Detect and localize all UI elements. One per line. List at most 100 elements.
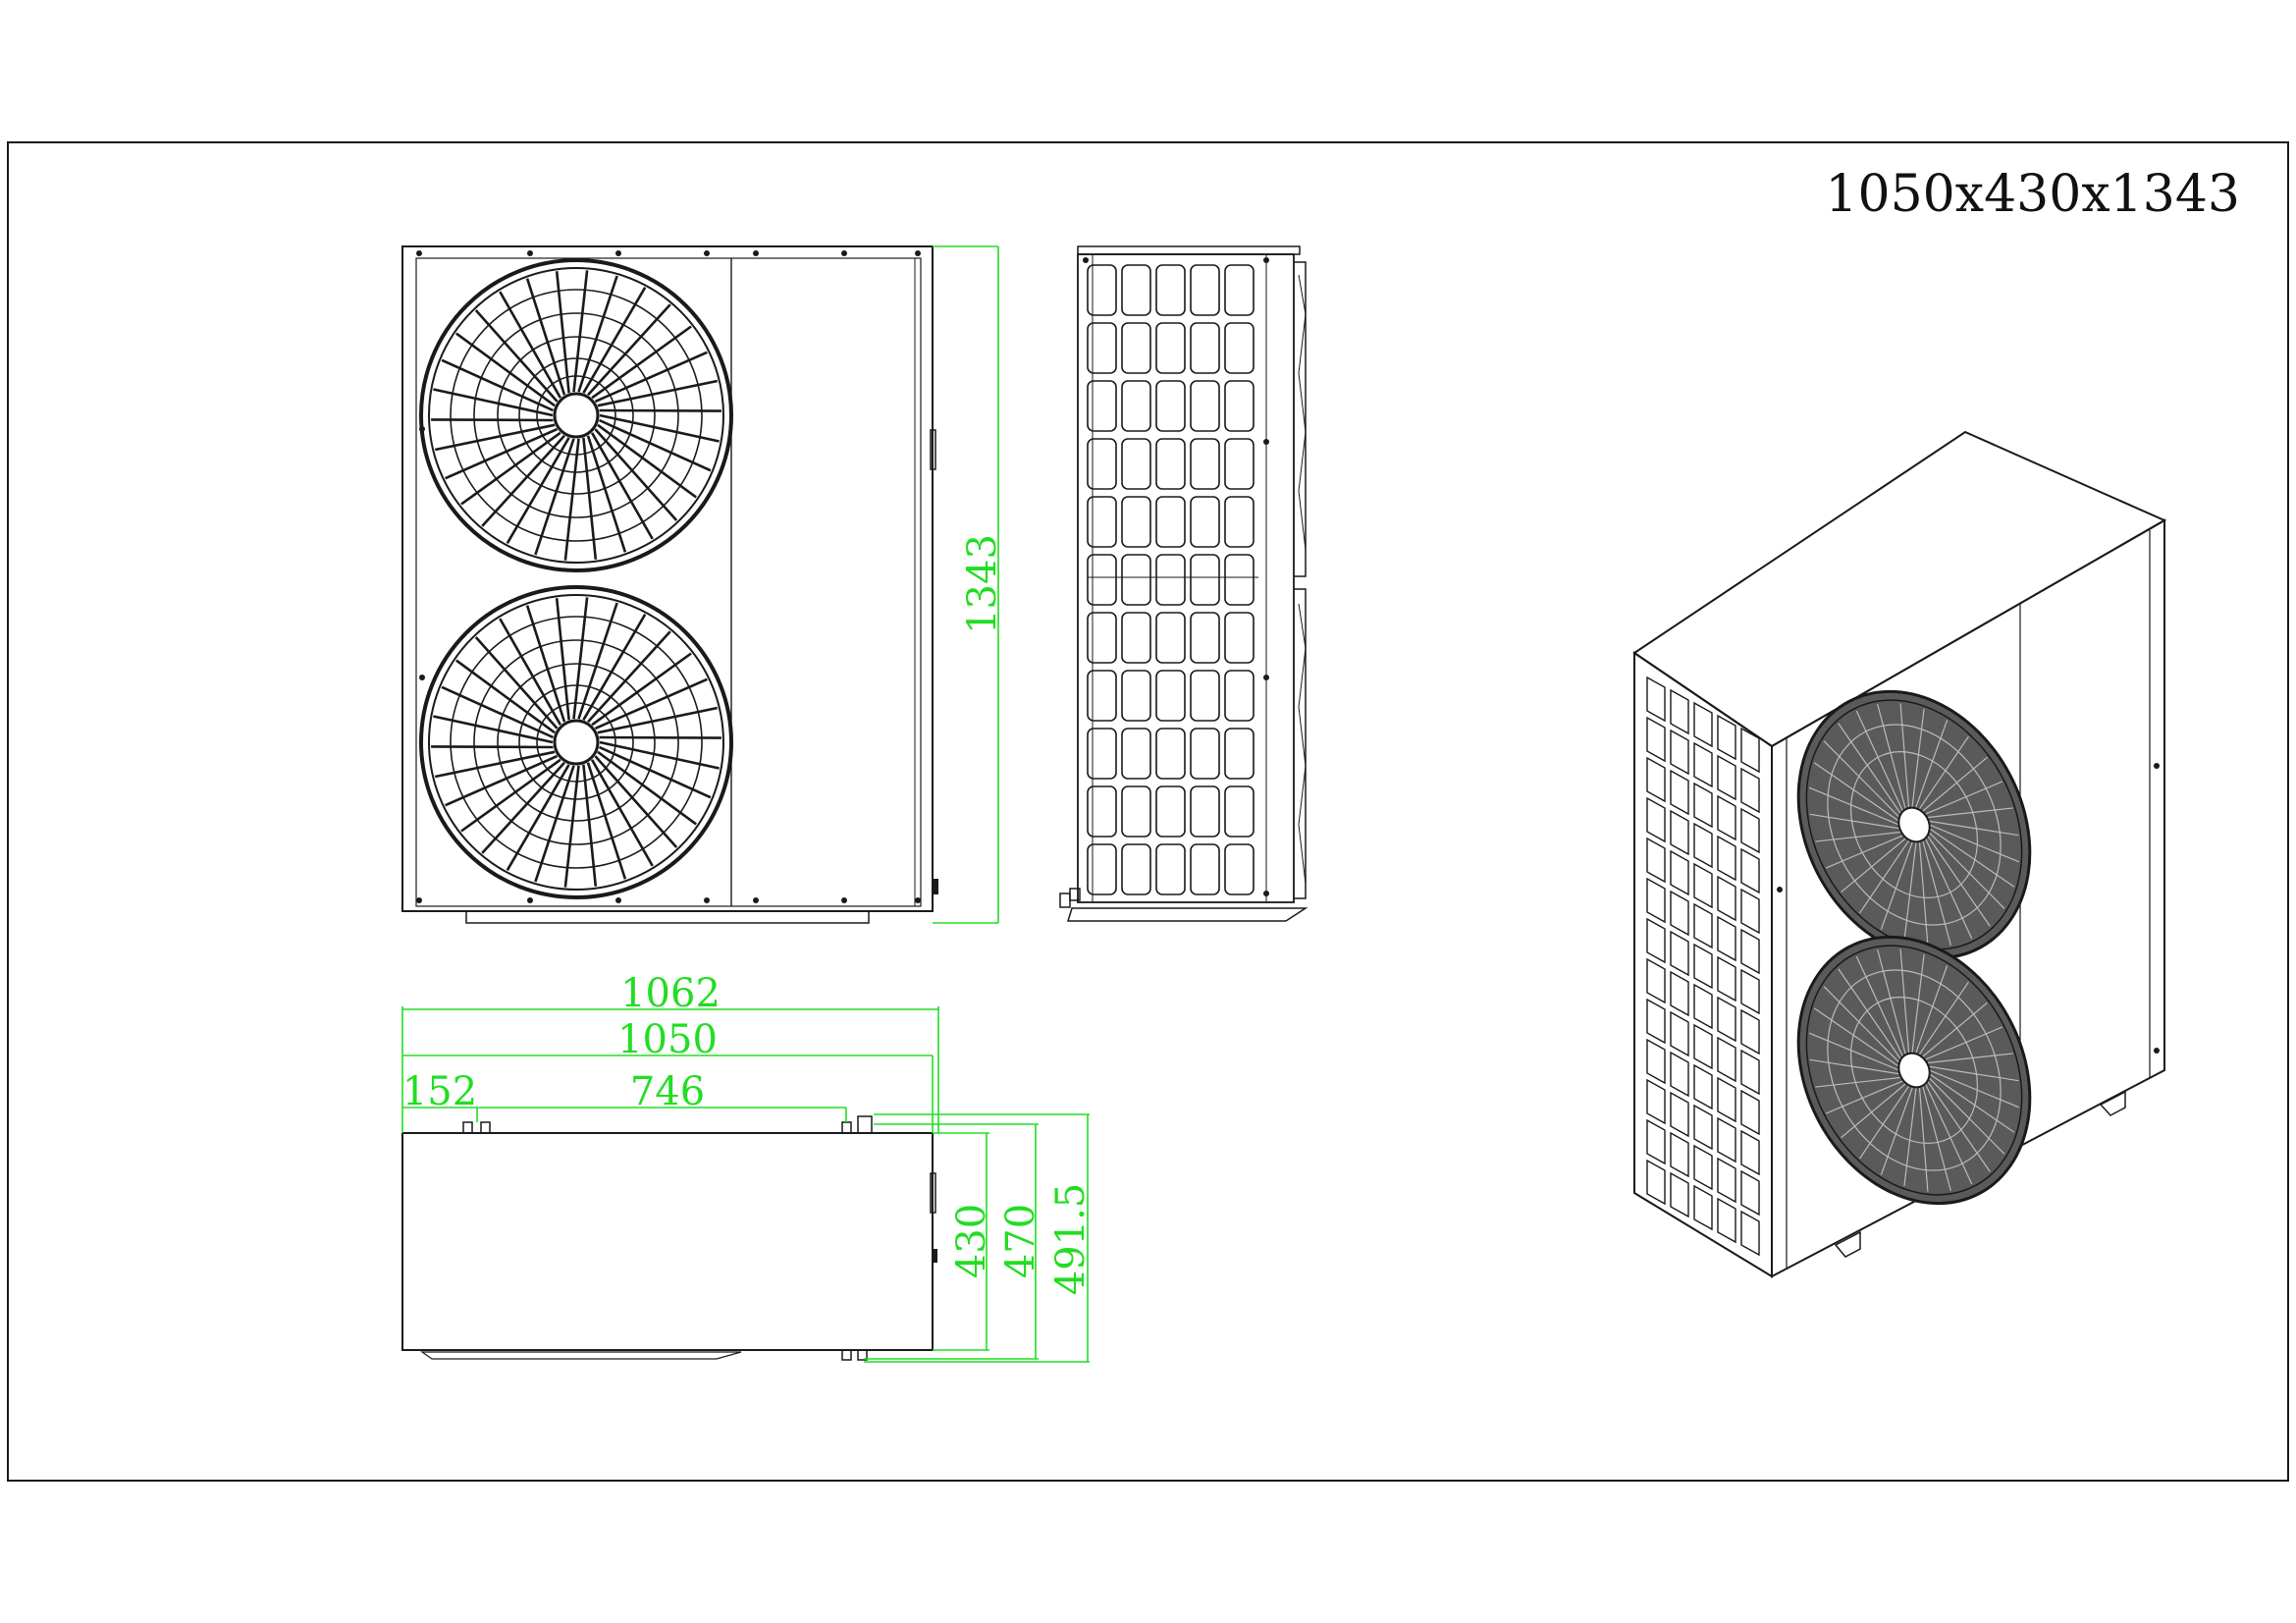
iso-coil-cell bbox=[1646, 957, 1666, 1004]
coil-cell bbox=[1190, 438, 1220, 490]
coil-cell bbox=[1190, 785, 1220, 838]
iso-coil-cell bbox=[1717, 754, 1736, 801]
iso-coil-cell bbox=[1740, 888, 1760, 935]
coil-cell bbox=[1155, 380, 1186, 432]
coil-cell bbox=[1121, 612, 1151, 664]
coil-cell bbox=[1087, 785, 1117, 838]
iso-coil-cell bbox=[1740, 1129, 1760, 1176]
iso-coil-cell bbox=[1717, 996, 1736, 1043]
iso-coil-cell bbox=[1646, 1078, 1666, 1125]
iso-coil-cell bbox=[1717, 1076, 1736, 1123]
coil-cell bbox=[1087, 438, 1117, 490]
coil-cell bbox=[1190, 728, 1220, 780]
iso-coil-cell bbox=[1693, 983, 1713, 1030]
depth-430-label: 430 bbox=[949, 1204, 994, 1278]
iso-coil-cell bbox=[1693, 782, 1713, 829]
upper-fan-grille bbox=[419, 258, 733, 572]
iso-coil-cell bbox=[1740, 727, 1760, 774]
coil-cell bbox=[1155, 438, 1186, 490]
iso-coil-cell bbox=[1646, 796, 1666, 843]
iso-coil-cell bbox=[1717, 714, 1736, 761]
coil-cell bbox=[1087, 612, 1117, 664]
iso-coil-cell bbox=[1646, 716, 1666, 763]
coil-cell bbox=[1155, 496, 1186, 548]
coil-cell bbox=[1155, 785, 1186, 838]
iso-coil-cell bbox=[1740, 1049, 1760, 1096]
coil-cell bbox=[1224, 438, 1255, 490]
width-746-label: 746 bbox=[630, 1069, 705, 1114]
iso-coil-cell bbox=[1740, 1210, 1760, 1257]
iso-coil-cell bbox=[1646, 676, 1666, 723]
coil-cell bbox=[1155, 612, 1186, 664]
coil-cell bbox=[1121, 380, 1151, 432]
iso-coil-cell bbox=[1670, 809, 1689, 856]
coil-cell bbox=[1190, 670, 1220, 722]
iso-upper-fan bbox=[1796, 689, 2032, 960]
offset-152-label: 152 bbox=[402, 1069, 477, 1114]
iso-coil-cell bbox=[1646, 877, 1666, 924]
coil-cell bbox=[1121, 843, 1151, 895]
front-view bbox=[401, 245, 938, 924]
iso-coil-cell bbox=[1717, 1036, 1736, 1083]
iso-coil-cell bbox=[1717, 835, 1736, 882]
iso-coil-cell bbox=[1670, 1091, 1689, 1138]
coil-cell bbox=[1121, 670, 1151, 722]
coil-cell bbox=[1224, 785, 1255, 838]
coil-cell bbox=[1190, 264, 1220, 316]
iso-coil-cell bbox=[1646, 917, 1666, 964]
coil-cell bbox=[1224, 380, 1255, 432]
iso-coil-cell bbox=[1717, 1116, 1736, 1163]
iso-coil-cell bbox=[1740, 928, 1760, 975]
coil-cell bbox=[1121, 554, 1151, 606]
coil-cell bbox=[1190, 496, 1220, 548]
coil-cell bbox=[1190, 554, 1220, 606]
coil-cell bbox=[1155, 264, 1186, 316]
coil-cell bbox=[1224, 264, 1255, 316]
coil-cell bbox=[1087, 322, 1117, 374]
iso-coil-cell bbox=[1693, 902, 1713, 949]
coil-cell bbox=[1121, 785, 1151, 838]
iso-coil-cell bbox=[1717, 915, 1736, 962]
iso-coil-cell bbox=[1646, 1118, 1666, 1165]
coil-cell bbox=[1155, 670, 1186, 722]
iso-coil-cell bbox=[1670, 1171, 1689, 1218]
coil-cell bbox=[1087, 264, 1117, 316]
coil-cell bbox=[1224, 612, 1255, 664]
iso-coil-cell bbox=[1646, 837, 1666, 884]
iso-coil-cell bbox=[1693, 1184, 1713, 1231]
coil-cell bbox=[1155, 843, 1186, 895]
iso-coil-cell bbox=[1670, 769, 1689, 816]
coil-cell bbox=[1155, 554, 1186, 606]
iso-coil-cell bbox=[1646, 998, 1666, 1045]
iso-lower-fan bbox=[1796, 935, 2032, 1206]
coil-cell bbox=[1224, 496, 1255, 548]
coil-cell bbox=[1087, 670, 1117, 722]
coil-cell bbox=[1121, 322, 1151, 374]
iso-coil-cell bbox=[1693, 822, 1713, 869]
coil-cell bbox=[1121, 264, 1151, 316]
coil-cell bbox=[1121, 496, 1151, 548]
top-dimensions: 1062 1050 746 152 430 470 491.5 bbox=[401, 971, 1094, 1363]
coil-cell bbox=[1121, 728, 1151, 780]
iso-coil-cell bbox=[1693, 701, 1713, 748]
drawing-title: 1050x430x1343 bbox=[1825, 165, 2240, 224]
side-view bbox=[1059, 245, 1308, 922]
iso-coil-cell bbox=[1717, 1197, 1736, 1244]
coil-cell bbox=[1155, 322, 1186, 374]
width-1062-label: 1062 bbox=[620, 971, 721, 1016]
coil-cell bbox=[1087, 496, 1117, 548]
coil-cell bbox=[1190, 843, 1220, 895]
coil-cell bbox=[1224, 728, 1255, 780]
coil-cell bbox=[1087, 554, 1117, 606]
coil-cell bbox=[1224, 843, 1255, 895]
coil-cell bbox=[1190, 612, 1220, 664]
coil-cell bbox=[1190, 322, 1220, 374]
depth-491-5-label: 491.5 bbox=[1048, 1183, 1094, 1296]
coil-cell bbox=[1087, 380, 1117, 432]
width-1050-label: 1050 bbox=[617, 1017, 718, 1062]
iso-coil-cell bbox=[1693, 862, 1713, 909]
iso-coil-cell bbox=[1740, 847, 1760, 894]
iso-coil-cell bbox=[1670, 849, 1689, 896]
iso-coil-cell bbox=[1693, 1023, 1713, 1070]
